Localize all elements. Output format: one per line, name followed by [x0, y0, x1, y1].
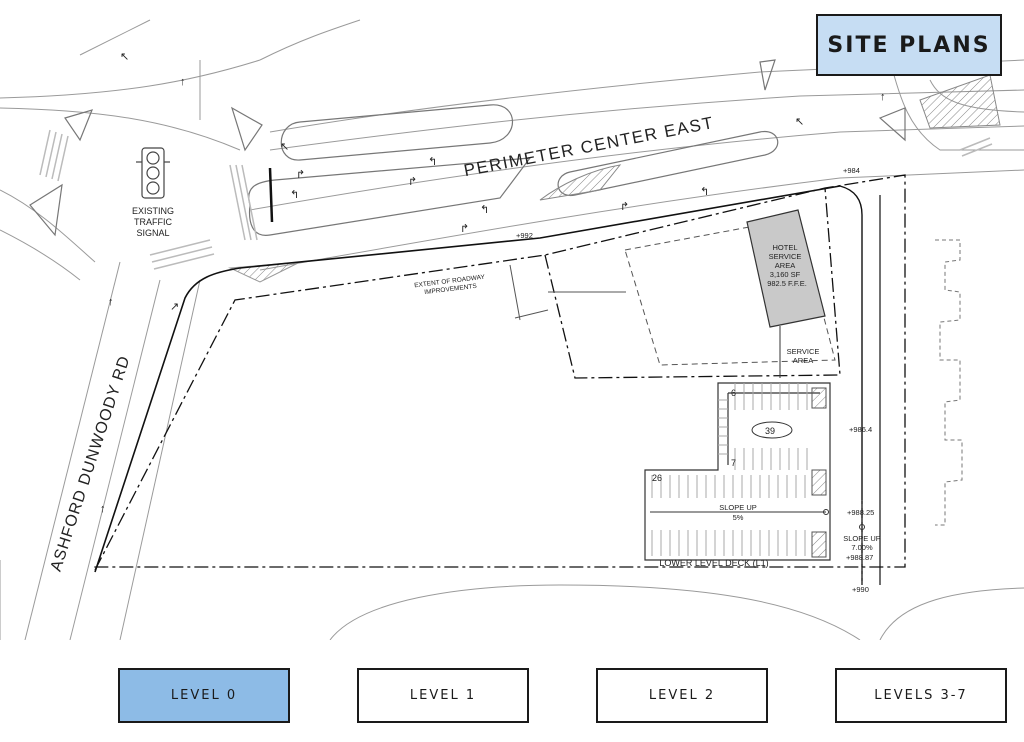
traffic-signal-icon [136, 147, 170, 199]
svg-text:↖: ↖ [795, 116, 804, 128]
slope-label-2: SLOPE UP [843, 534, 881, 543]
service-area-label-2: AREA [793, 356, 813, 365]
level-2-button[interactable]: LEVEL 2 [596, 668, 768, 723]
levels-3-7-button[interactable]: LEVELS 3-7 [835, 668, 1007, 723]
svg-text:↗: ↗ [170, 301, 179, 313]
deck-label: LOWER LEVEL DECK (L1) [659, 558, 768, 568]
slope-label-1-pct: 5% [733, 513, 744, 522]
stall-count-26: 26 [652, 473, 662, 483]
ashford-dunwoody-rd-label: ASHFORD DUNWOODY RD [48, 354, 134, 574]
signal-label-1: EXISTING [132, 206, 174, 216]
svg-text:↑: ↑ [880, 91, 886, 103]
svg-text:↱: ↱ [460, 223, 469, 235]
stall-count-6: 6 [731, 388, 736, 398]
parking-stalls [651, 383, 808, 556]
svg-text:↰: ↰ [480, 204, 489, 216]
level-1-button[interactable]: LEVEL 1 [357, 668, 529, 723]
svg-text:↱: ↱ [296, 169, 305, 181]
svg-text:↑: ↑ [180, 76, 186, 88]
level-0-button[interactable]: LEVEL 0 [118, 668, 290, 723]
elev-986-4: +986.4 [849, 425, 872, 434]
hotel-area: 3,160 SF [770, 270, 801, 279]
parking-deck [644, 382, 831, 561]
svg-text:↱: ↱ [408, 176, 417, 188]
stall-count-39: 39 [765, 426, 775, 436]
site-plans-title: SITE PLANS [816, 14, 1002, 76]
crosswalks [39, 129, 993, 270]
svg-text:↖: ↖ [120, 51, 129, 63]
property-line [94, 174, 906, 571]
slope-label-2-pct: 7.00% [851, 543, 873, 552]
slope-label-1: SLOPE UP [719, 503, 757, 512]
hotel-label-3: AREA [775, 261, 795, 270]
svg-text:↖: ↖ [280, 141, 289, 153]
medians [29, 59, 906, 237]
hotel-service-area [746, 209, 826, 328]
service-area-label-1: SERVICE [787, 347, 820, 356]
hotel-label-1: HOTEL [772, 243, 797, 252]
road-arrow-icons: ↑ ↖ ↱ ↰ ↱ ↰ ↱ ↰ ↱ ↰ ↑ ↖ ↑ ↗ ↑ ↖ [100, 51, 886, 515]
elev-988-25: +988.25 [847, 508, 874, 517]
svg-text:↑: ↑ [100, 503, 106, 515]
site-plan-drawing: ↑ ↖ ↱ ↰ ↱ ↰ ↱ ↰ ↱ ↰ ↑ ↖ ↑ ↗ ↑ ↖ HOTEL SE… [0, 19, 1024, 640]
svg-text:↱: ↱ [620, 201, 629, 213]
svg-text:↰: ↰ [700, 186, 709, 198]
elev-992: +992 [516, 231, 533, 240]
svg-text:↰: ↰ [428, 156, 437, 168]
signal-label-2: TRAFFIC [134, 217, 172, 227]
elev-984: +984 [843, 166, 860, 175]
elev-988-87: +988.87 [846, 553, 873, 562]
svg-text:↰: ↰ [290, 189, 299, 201]
hotel-ffe: 982.5 F.F.E. [767, 279, 807, 288]
hotel-label-2: SERVICE [769, 252, 802, 261]
elev-990: +990 [852, 585, 869, 594]
stall-count-7: 7 [731, 458, 736, 468]
svg-text:↑: ↑ [108, 296, 114, 308]
signal-label-3: SIGNAL [136, 228, 169, 238]
perimeter-center-east-label: PERIMETER CENTER EAST [462, 113, 715, 180]
